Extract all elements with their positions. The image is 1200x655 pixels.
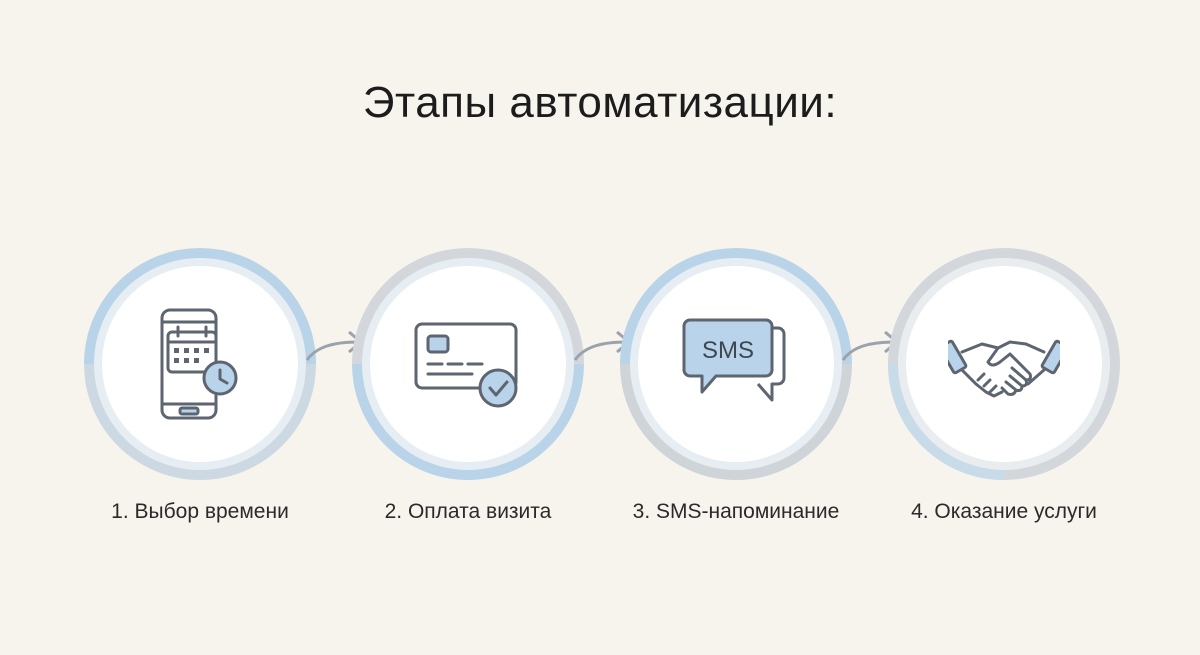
sms-icon-text: SMS xyxy=(702,337,754,364)
step-4 xyxy=(888,248,1120,480)
step-1-label: 1. Выбор времени xyxy=(111,500,289,523)
step-1 xyxy=(84,248,316,480)
step-4-label: 4. Оказание услуги xyxy=(911,500,1097,523)
step-2 xyxy=(352,248,584,480)
step-2-label: 2. Оплата визита xyxy=(384,500,552,523)
step-3: SMS xyxy=(620,248,852,480)
step-3-label: 3. SMS-напоминание xyxy=(632,500,840,523)
step-4-ring xyxy=(888,248,1120,480)
handshake-icon xyxy=(948,339,1060,398)
page-title: Этапы автоматизации: xyxy=(362,78,838,127)
calendar-phone-icon xyxy=(160,308,238,420)
sms-bubble-icon: SMS xyxy=(682,318,786,402)
credit-card-check-icon xyxy=(414,322,518,408)
